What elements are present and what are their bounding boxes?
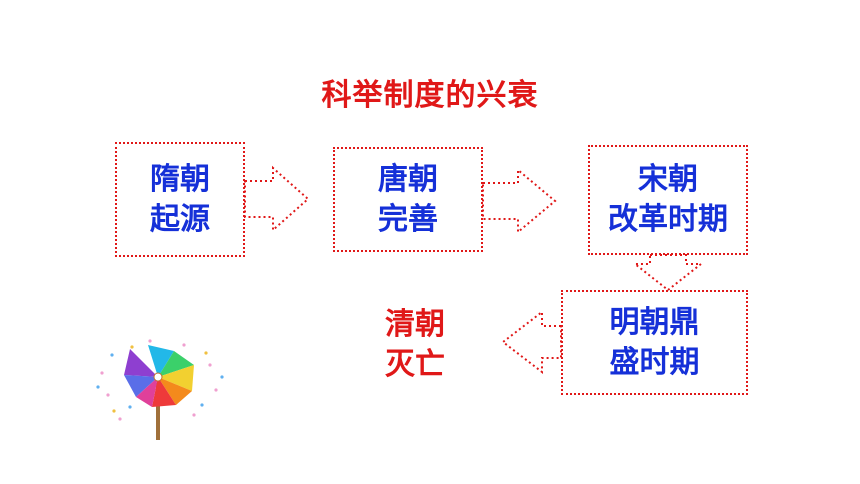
stage-sui-label: 起源 bbox=[150, 201, 210, 237]
end-stage-dynasty: 清朝 bbox=[385, 307, 445, 342]
end-stage-label: 灭亡 bbox=[385, 347, 445, 382]
end-stage-qing: 清朝 灭亡 bbox=[370, 305, 460, 385]
arrow-right-icon bbox=[482, 167, 557, 235]
stage-ming-label: 盛时期 bbox=[609, 344, 700, 380]
stage-song-label: 改革时期 bbox=[608, 202, 728, 237]
arrow-left-icon bbox=[501, 309, 562, 375]
page-title: 科举制度的兴衰 bbox=[321, 78, 539, 113]
stage-box-ming: 明朝鼎 盛时期 bbox=[561, 290, 748, 395]
stage-tang-label: 完善 bbox=[378, 201, 438, 237]
stage-ming-dynasty: 明朝鼎 bbox=[609, 304, 700, 340]
stage-box-tang: 唐朝 完善 bbox=[333, 147, 483, 252]
stage-box-sui: 隋朝 起源 bbox=[115, 142, 245, 257]
stage-box-song: 宋朝 改革时期 bbox=[588, 145, 748, 255]
stage-song-dynasty: 宋朝 bbox=[638, 162, 698, 197]
stage-tang-dynasty: 唐朝 bbox=[378, 161, 438, 197]
stage-sui-dynasty: 隋朝 bbox=[150, 161, 210, 197]
arrow-down-icon bbox=[632, 254, 704, 292]
pinwheel-icon bbox=[96, 339, 224, 440]
arrow-right-icon bbox=[244, 165, 310, 233]
